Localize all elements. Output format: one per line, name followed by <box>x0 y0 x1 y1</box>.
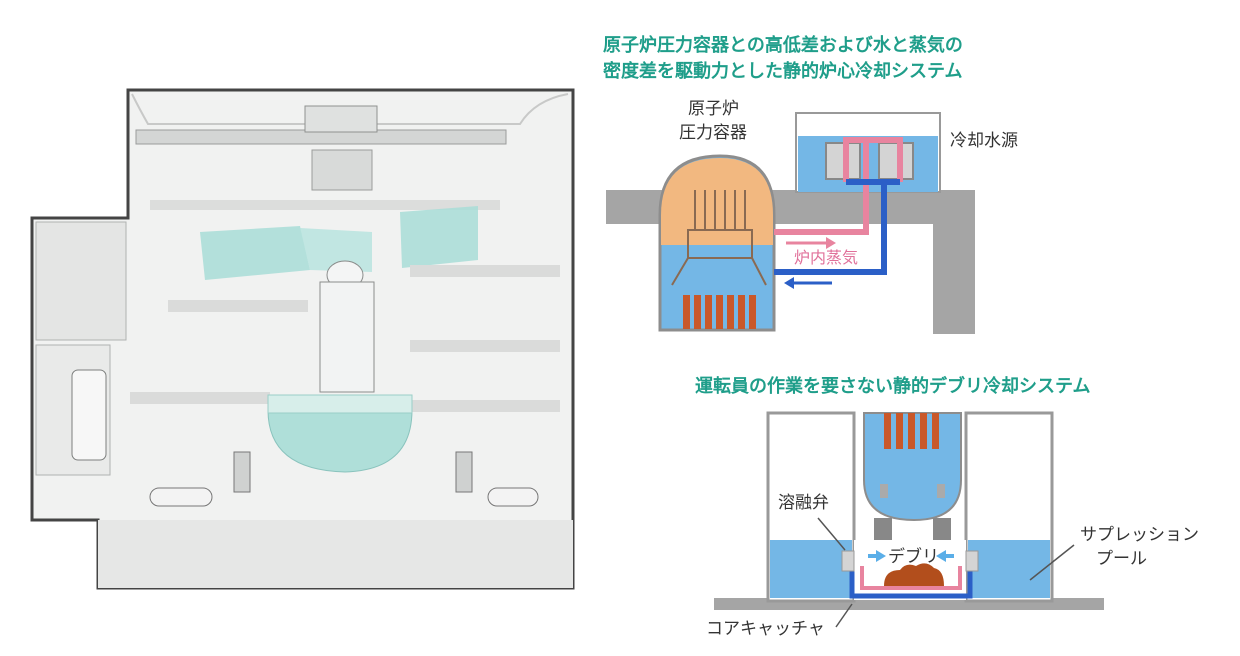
pump-right <box>455 451 473 493</box>
label-vessel-line2: 圧力容器 <box>679 123 747 143</box>
support-right-stem <box>937 484 945 498</box>
floor-right-2 <box>410 340 560 352</box>
return-arrow-icon <box>784 277 832 289</box>
steam-separators <box>671 190 767 286</box>
pump-left <box>233 451 251 493</box>
reactor-vessel-drawing <box>319 281 375 393</box>
pool-rim <box>267 394 413 414</box>
tank-horizontal-right <box>487 487 539 507</box>
cold-return-pipe <box>774 179 900 275</box>
reactor-building-cutaway <box>30 88 575 590</box>
label-debris: デブリ <box>888 547 939 567</box>
tank-horizontal-left <box>149 487 213 507</box>
foundation-slab <box>98 520 573 588</box>
storage-tank <box>71 369 107 461</box>
label-core-catcher: コアキャッチャ <box>706 619 825 639</box>
debris-mass <box>884 563 944 586</box>
water-inflow-arrow-right-icon <box>936 550 954 562</box>
support-left-stem <box>880 484 888 498</box>
support-left-foot <box>874 518 892 540</box>
core-catcher-frame <box>849 556 973 599</box>
core-catcher-lining <box>860 566 962 590</box>
label-vessel-line1: 原子炉 <box>688 99 739 119</box>
crane-trolley <box>304 105 378 133</box>
pool-left-water <box>770 540 852 598</box>
water-inflow-arrow-left-icon <box>868 550 886 562</box>
steam-arrow-icon <box>786 237 836 249</box>
pool-right-water <box>968 540 1050 598</box>
leader-core-catcher <box>835 603 853 628</box>
suppression-pool-drawing <box>267 409 413 473</box>
fuel-pool-left <box>200 226 310 280</box>
fuel-pool-right <box>400 206 478 268</box>
melt-valve-right <box>965 550 979 572</box>
label-suppression-line1: サプレッション <box>1080 525 1199 545</box>
label-melt-valve: 溶融弁 <box>778 493 829 513</box>
fuel-rods-top <box>683 295 756 329</box>
floor-right-1 <box>410 265 560 277</box>
floor-left-1 <box>168 300 308 312</box>
floor-left-2 <box>130 392 270 404</box>
label-suppression-line2: プール <box>1096 549 1147 569</box>
top-diagram-title-line2: 密度差を駆動力とした静的炉心冷却システム <box>603 61 963 82</box>
leader-suppression-pool <box>1029 544 1075 581</box>
fuel-pool-centre <box>300 228 372 272</box>
left-annex-upper <box>35 221 127 341</box>
leader-melt-valve <box>817 517 846 551</box>
bottom-diagram-title: 運転員の作業を要さない静的デブリ冷却システム <box>695 376 1091 397</box>
hot-pipe-branch <box>843 137 866 182</box>
operating-floor <box>150 200 500 210</box>
floor-right-3 <box>410 400 560 412</box>
fuel-rods-bottom <box>884 413 939 449</box>
label-steam: 炉内蒸気 <box>794 248 859 267</box>
support-right-foot <box>933 518 951 540</box>
floor-slab-right <box>770 190 975 334</box>
label-coolant-source: 冷却水源 <box>950 131 1018 151</box>
top-diagram-title-line1: 原子炉圧力容器との高低差および水と蒸気の <box>603 35 963 56</box>
refuelling-machine <box>311 149 373 191</box>
melt-valve-left <box>841 550 855 572</box>
